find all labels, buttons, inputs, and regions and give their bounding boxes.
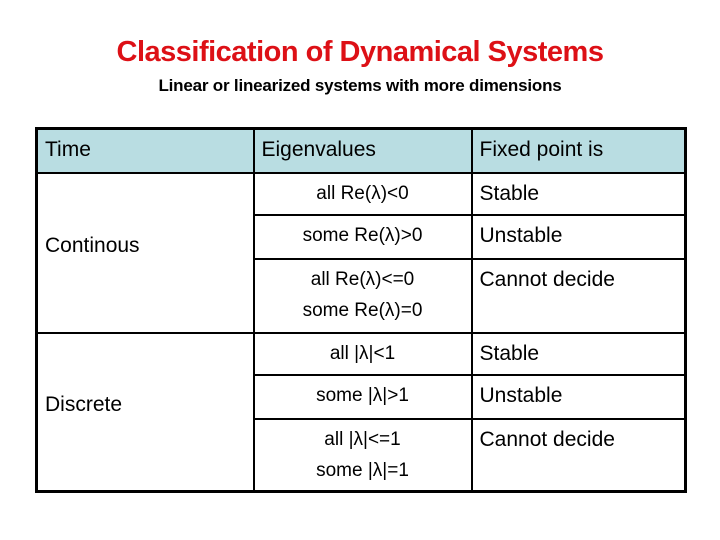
header-cell-fixed-point: Fixed point is xyxy=(470,127,687,174)
fixed-point-cell: Stable xyxy=(470,171,687,216)
eigenvalue-cell: some |λ|>1 xyxy=(252,373,473,420)
eigenvalue-line: all Re(λ)<=0 xyxy=(310,268,415,290)
table-row: all Re(λ)<=0 some Re(λ)=0 Cannot decide xyxy=(37,257,687,334)
table-row: Discrete all |λ|<1 Stable xyxy=(35,331,687,493)
eigenvalue-line: all Re(λ)<0 xyxy=(316,182,409,204)
time-cell-discrete: Discrete xyxy=(35,331,255,493)
slide-title: Classification of Dynamical Systems xyxy=(116,36,604,68)
fixed-point-cell: Unstable xyxy=(470,373,687,420)
header-cell-time: Time xyxy=(35,127,255,174)
eigenvalue-line: some |λ|=1 xyxy=(316,459,409,481)
eigenvalue-line: some Re(λ)>0 xyxy=(302,224,423,246)
eigenvalue-cell: some Re(λ)>0 xyxy=(252,213,473,260)
fixed-point-cell: Unstable xyxy=(470,213,687,260)
eigenvalue-line: all |λ|<1 xyxy=(329,342,396,364)
eigenvalue-cell: all Re(λ)<=0 some Re(λ)=0 xyxy=(252,257,473,334)
table-row: some Re(λ)>0 Unstable xyxy=(37,213,687,260)
slide-subtitle: Linear or linearized systems with more d… xyxy=(158,76,562,95)
fixed-point-cell: Cannot decide xyxy=(470,257,687,334)
table-row: Continous all Re(λ)<0 Stable xyxy=(35,171,687,334)
fixed-point-cell: Stable xyxy=(470,331,687,376)
header-cell-eigenvalues: Eigenvalues xyxy=(252,127,473,174)
eigenvalue-cell: all |λ|<=1 some |λ|=1 xyxy=(252,417,473,493)
eigenvalue-cell: all Re(λ)<0 xyxy=(252,171,473,216)
table-row: some |λ|>1 Unstable xyxy=(37,373,687,420)
table-header-row: Time Eigenvalues Fixed point is xyxy=(35,127,687,174)
classification-table: Time Eigenvalues Fixed point is Continou… xyxy=(35,127,687,493)
fixed-point-cell: Cannot decide xyxy=(470,417,687,493)
eigenvalue-line: some Re(λ)=0 xyxy=(302,299,423,321)
table-row: all |λ|<=1 some |λ|=1 Cannot decide xyxy=(37,417,687,493)
time-cell-continous: Continous xyxy=(35,171,255,334)
eigenvalue-line: some |λ|>1 xyxy=(316,384,409,406)
eigenvalue-cell: all |λ|<1 xyxy=(252,331,473,376)
eigenvalue-line: all |λ|<=1 xyxy=(324,428,401,450)
